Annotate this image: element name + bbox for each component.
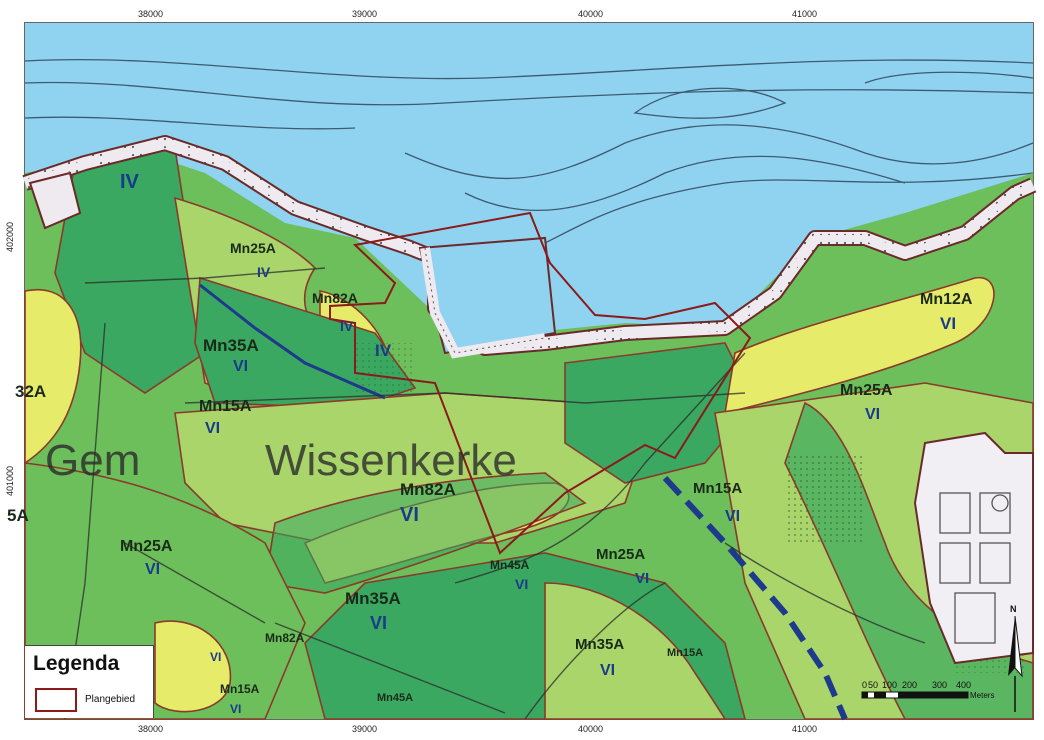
soil-unit-label: VI — [600, 662, 615, 679]
scale-label: 400 — [956, 680, 972, 690]
x-tick-bottom: 39000 — [352, 724, 378, 734]
scale-unit: Meters — [970, 691, 995, 700]
x-tick-bottom: 40000 — [578, 724, 604, 734]
soil-unit-label: Mn35A — [345, 589, 401, 608]
x-tick-top: 38000 — [138, 9, 164, 19]
soil-unit-label: IV — [257, 264, 271, 280]
plan-area-boundary — [329, 211, 752, 555]
legend-item-label: Plangebied — [85, 694, 136, 705]
north-arrow-icon: N — [1004, 604, 1026, 714]
soil-unit-label: Mn25A — [596, 546, 645, 563]
soil-unit-label: Mn82A — [312, 290, 358, 306]
y-tick-left: 402000 — [5, 221, 15, 253]
road-dashed — [662, 475, 848, 721]
soil-unit-label: Mn82A — [265, 631, 305, 645]
x-tick-top: 40000 — [578, 9, 604, 19]
dike-pocket — [28, 171, 82, 230]
soil-unit-label: Mn15A — [220, 682, 260, 696]
soil-unit-label: IV — [120, 171, 140, 193]
soil-unit-label: Mn15A — [693, 480, 742, 497]
scale-label: 50 — [868, 680, 879, 690]
soil-dark-strip — [264, 472, 587, 594]
scale-bar: 0 50 100 200 300 400 Meters — [861, 680, 1022, 710]
soil-unit-label: Mn15A — [199, 398, 252, 415]
soil-unit-label: VI — [635, 570, 649, 587]
soil-unit-label: VI — [210, 650, 221, 664]
soil-unit-label: IV — [340, 318, 354, 334]
scale-label: 300 — [932, 680, 948, 690]
scale-bar-graphic — [861, 691, 969, 699]
soil-unit-label: Mn12A — [920, 291, 973, 308]
soil-unit-label: VI — [865, 406, 880, 423]
soil-unit-label: VI — [145, 561, 160, 578]
soil-yellow-sw — [154, 620, 232, 713]
soil-light-south — [544, 582, 727, 720]
legend-title: Legenda — [33, 652, 120, 675]
soil-unit-label: Mn25A — [120, 538, 173, 555]
dotted-area — [355, 343, 415, 393]
soil-unit-label: Mn35A — [575, 636, 624, 653]
soil-unit-label: 5A — [7, 506, 29, 525]
soil-unit-label: VI — [725, 508, 740, 525]
soil-unit-label: Mn82A — [400, 480, 456, 499]
depth-contours — [24, 59, 1034, 244]
soil-unit-label: Mn45A — [377, 692, 413, 704]
soil-unit-label: VI — [400, 504, 419, 526]
soil-labels: IV Mn25A IV Mn82A IV IV Mn35A VI 32A Mn15A VI Mn82A… — [7, 171, 973, 716]
canal-line — [199, 283, 386, 400]
soil-unit-label: Mn35A — [203, 336, 259, 355]
soil-unit-label: Mn25A — [840, 382, 893, 399]
soil-dark-east — [564, 342, 756, 484]
x-tick-top: 41000 — [792, 9, 818, 19]
roads — [64, 267, 926, 720]
soil-unit-label: Mn15A — [667, 647, 703, 659]
soil-unit-label: VI — [233, 358, 248, 375]
soil-yellow-east — [724, 277, 995, 415]
soil-unit-label: VI — [205, 420, 220, 437]
soil-unit-label: IV — [375, 341, 392, 360]
legend: Legenda Plangebied — [25, 645, 154, 718]
x-tick-bottom: 38000 — [138, 724, 164, 734]
soil-unit-label: Mn25A — [230, 240, 276, 256]
soil-map: Gem Wissenkerke IV Mn25A IV Mn82A IV IV Mn35A V… — [7, 23, 1037, 721]
soil-unit-label: VI — [515, 576, 528, 592]
dotted-area — [785, 453, 865, 543]
plan-area-swatch-icon — [35, 688, 77, 712]
soil-unit-label: VI — [230, 702, 241, 716]
scale-label: 100 — [882, 680, 898, 690]
soil-unit-label: VI — [370, 613, 387, 633]
soil-unit-label: Mn45A — [490, 558, 530, 572]
scale-label: 200 — [902, 680, 918, 690]
y-tick-left: 401000 — [5, 465, 15, 497]
soil-unit-label: 32A — [15, 382, 46, 401]
x-tick-top: 39000 — [352, 9, 378, 19]
x-tick-bottom: 41000 — [792, 724, 818, 734]
soil-unit-label: VI — [940, 314, 956, 333]
place-label: Wissenkerke — [265, 436, 517, 485]
town-label: Gem — [45, 436, 140, 485]
soil-yellow-west — [24, 288, 82, 465]
map-frame[interactable]: Gem Wissenkerke IV Mn25A IV Mn82A IV IV Mn35A V… — [7, 22, 1037, 721]
north-label: N — [1010, 604, 1017, 614]
village-area — [913, 431, 1034, 665]
scale-label: 0 — [862, 680, 868, 690]
